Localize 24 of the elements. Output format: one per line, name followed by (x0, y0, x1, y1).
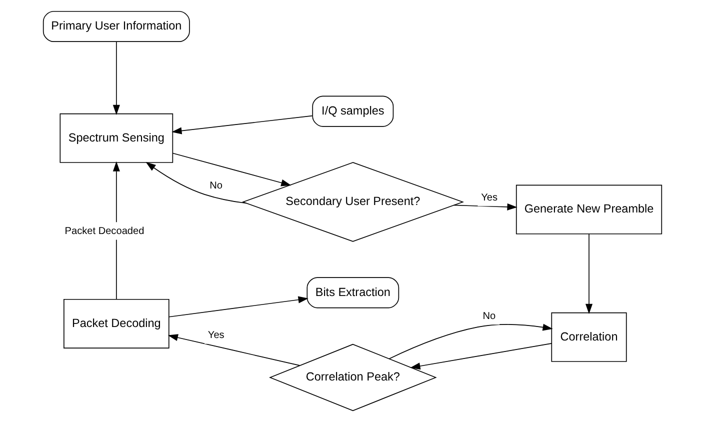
arrow (171, 115, 312, 134)
arrow (145, 162, 246, 204)
arrow (410, 343, 552, 370)
edge-label: No (482, 310, 496, 322)
node-box: Packet Decoding (63, 298, 169, 348)
node-box: Spectrum Sensing (59, 113, 173, 163)
arrow (584, 234, 592, 314)
arrow (388, 324, 552, 360)
node-box: I/Q samples (312, 96, 394, 127)
edge-label: No (209, 180, 222, 192)
node-diamond: Secondary User Present? (241, 162, 464, 242)
edge-label: Yes (207, 330, 224, 342)
node-box: Correlation (550, 312, 626, 362)
node-box: Generate New Preamble (515, 184, 662, 234)
edge-label: Yes (480, 192, 498, 204)
node-box: Primary User Information (42, 10, 190, 42)
node-diamond: Correlation Peak? (268, 344, 436, 412)
arrow (172, 152, 291, 186)
arrow (167, 334, 300, 366)
edge-label: Packet Decoaded (64, 226, 144, 237)
arrow (168, 296, 308, 318)
arrow (452, 203, 517, 210)
node-box: Bits Extraction (306, 277, 399, 308)
arrow (112, 41, 120, 115)
